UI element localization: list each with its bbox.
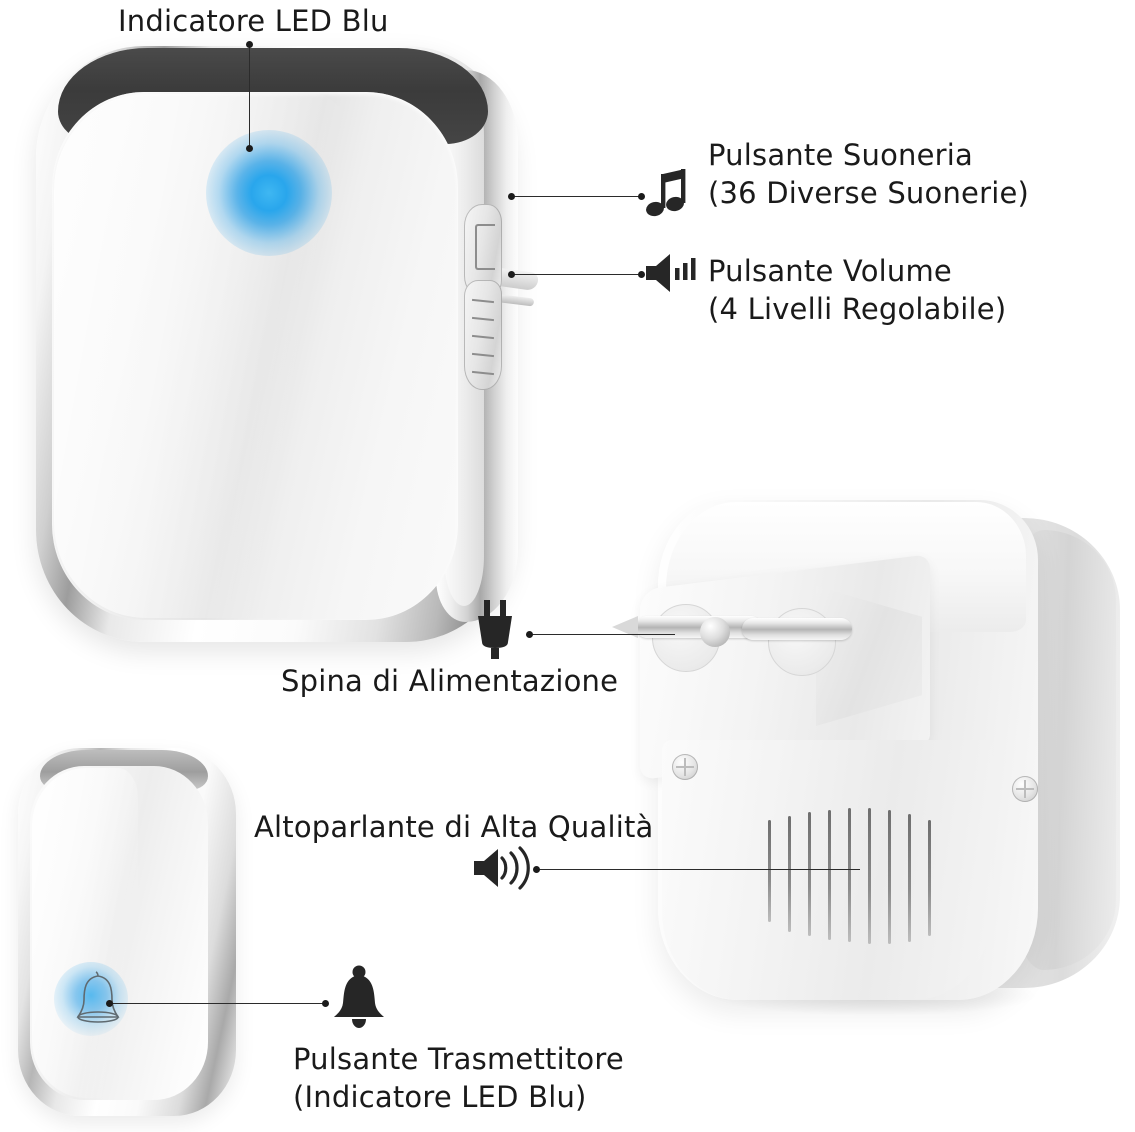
melody-button-glyph-icon	[475, 224, 495, 270]
leader-line-led-blu	[249, 44, 250, 148]
speaker-waves-icon	[474, 846, 530, 890]
callout-label-altoparlante: Altoparlante di Alta Qualità	[254, 808, 654, 846]
leader-dot-led-blu-bottom	[246, 145, 253, 152]
callout-line1: Pulsante Trasmettitore	[293, 1042, 624, 1076]
receiver-blue-led-indicator	[206, 130, 332, 256]
music-note-icon	[646, 169, 686, 217]
plug-prong-left	[636, 616, 762, 638]
volume-bars-icon	[646, 254, 696, 292]
leader-dot-suoneria-start	[508, 193, 515, 200]
speaker-grille-slit	[828, 810, 831, 940]
speaker-grille-slit	[848, 808, 851, 942]
power-plug-icon	[478, 600, 512, 659]
callout-line1: Indicatore LED Blu	[118, 4, 389, 38]
callout-line1: Pulsante Volume	[708, 254, 952, 288]
callout-label-spina: Spina di Alimentazione	[281, 662, 618, 700]
speaker-grille-slit	[928, 820, 931, 936]
callout-line1: Altoparlante di Alta Qualità	[254, 810, 654, 844]
leader-line-spina	[530, 634, 675, 635]
leader-dot-altoparlante-start	[533, 866, 540, 873]
callout-line2: (36 Diverse Suonerie)	[708, 176, 1030, 210]
plug-unit-screw	[1012, 776, 1038, 802]
leader-dot-suoneria-end	[638, 193, 645, 200]
transmitter-blue-led-glow	[54, 962, 128, 1036]
speaker-grille-slit	[888, 810, 891, 944]
speaker-grille-slit	[868, 808, 871, 944]
callout-label-volume: Pulsante Volume (4 Livelli Regolabile)	[708, 252, 1006, 328]
callout-line2: (4 Livelli Regolabile)	[708, 292, 1007, 326]
callout-line2: (Indicatore LED Blu)	[293, 1080, 587, 1114]
transmitter-device	[8, 748, 258, 1128]
plug-prong-right	[742, 618, 852, 640]
speaker-grille-slit	[788, 816, 791, 932]
plug-unit-screw	[672, 754, 698, 780]
leader-line-suoneria	[512, 196, 642, 197]
speaker-grille-slit	[768, 820, 771, 922]
leader-dot-volume-end	[638, 271, 645, 278]
speaker-grille-slit	[808, 812, 811, 936]
callout-label-trasmettitore: Pulsante Trasmettitore (Indicatore LED B…	[293, 1040, 624, 1116]
leader-dot-trasmettitore-end	[322, 1000, 329, 1007]
leader-dot-led-blu-top	[246, 41, 253, 48]
plug-prong-left-tip	[612, 616, 638, 638]
receiver-device	[20, 42, 540, 647]
leader-dot-spina-start	[526, 631, 533, 638]
bell-icon	[334, 965, 384, 1028]
leader-line-trasmettitore	[110, 1003, 325, 1004]
callout-line1: Spina di Alimentazione	[281, 664, 619, 698]
leader-line-volume	[512, 274, 642, 275]
leader-line-altoparlante	[537, 869, 860, 870]
transmitter-bell-outline-icon[interactable]	[72, 970, 124, 1032]
plug-prong-collar	[700, 617, 730, 647]
transmitter-glass-highlight	[32, 768, 138, 1098]
callout-label-suoneria: Pulsante Suoneria (36 Diverse Suonerie)	[708, 136, 1029, 212]
plug-in-receiver-unit	[600, 490, 1135, 1050]
speaker-grille-slit	[908, 814, 911, 942]
leader-dot-trasmettitore-start	[106, 1000, 113, 1007]
plug-unit-lower-panel	[662, 740, 992, 1000]
leader-dot-volume-start	[508, 271, 515, 278]
callout-label-led-blu: Indicatore LED Blu	[118, 2, 389, 40]
callout-line1: Pulsante Suoneria	[708, 138, 974, 172]
